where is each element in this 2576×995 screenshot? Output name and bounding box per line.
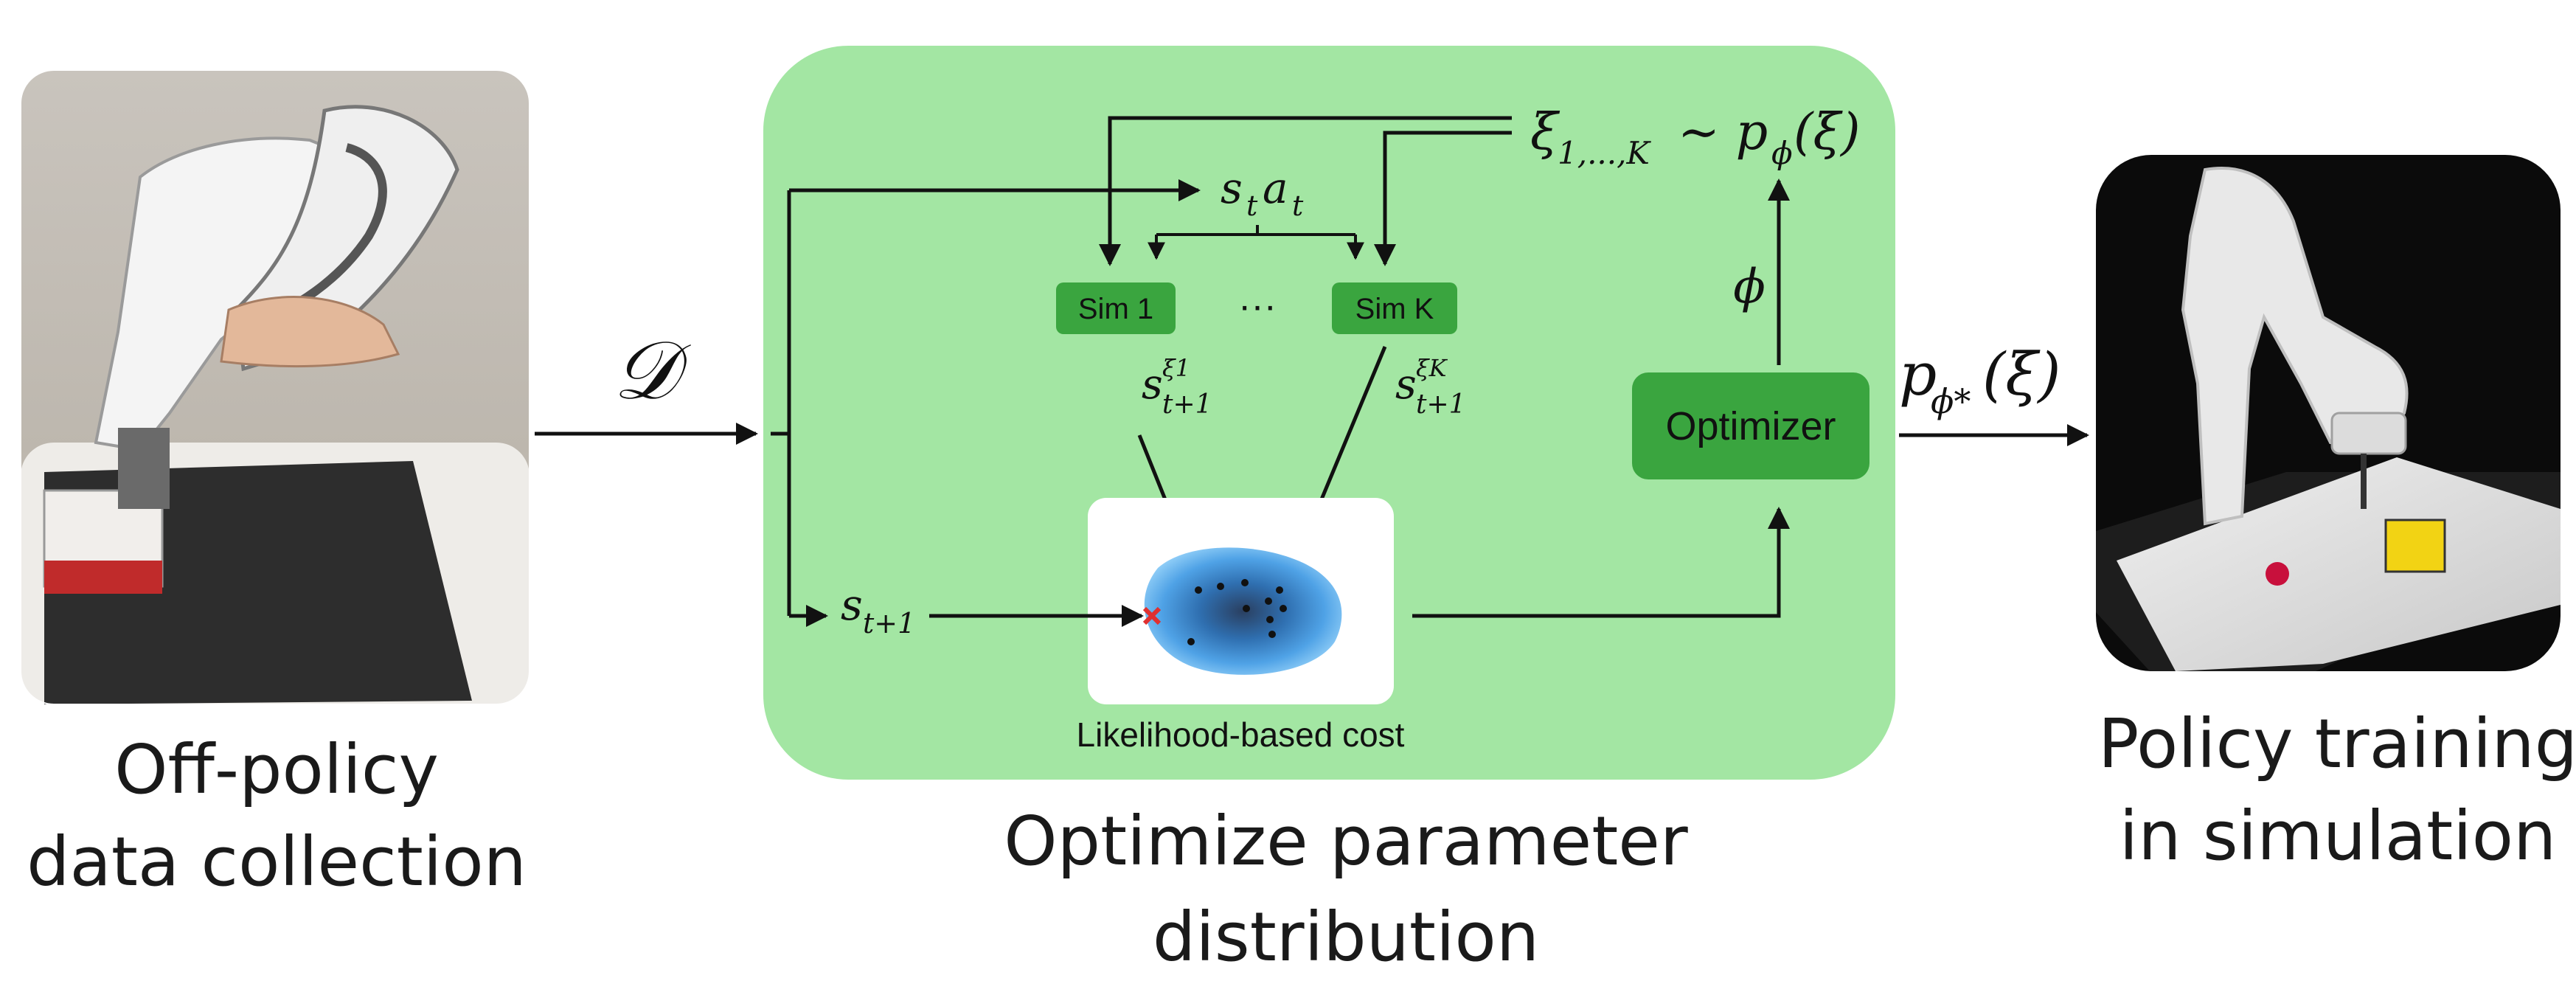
svg-text:ξK: ξK [1416,354,1448,382]
optimization-panel [763,46,1895,780]
svg-text:Sim 1: Sim 1 [1078,293,1153,325]
center-caption-line1: Optimize parameter [1004,802,1688,881]
svg-text:Sim K: Sim K [1355,293,1434,325]
sample-point [1241,579,1249,586]
svg-text:s: s [1221,163,1243,213]
svg-text:s: s [841,580,863,630]
sample-point [1280,605,1287,612]
likelihood-cost-box [1088,498,1394,704]
svg-text:s: s [1395,361,1417,409]
svg-text:t: t [1246,190,1258,222]
final-distribution-label: p ϕ* (ξ) [1899,340,2061,421]
svg-text:s: s [1142,361,1163,409]
likelihood-cost-label: Likelihood-based cost [1077,715,1405,754]
sim-1-output-label: s ξ1 t+1 [1142,354,1212,420]
svg-text:p: p [1899,340,1937,409]
svg-text:ϕ: ϕ [1771,135,1793,171]
sim-k-output-label: s ξK t+1 [1395,354,1466,420]
svg-text:(ξ): (ξ) [1982,340,2061,409]
right-caption-line1: Policy training [2098,704,2576,783]
sim-k-block: Sim K [1332,282,1457,334]
svg-text:t+1: t+1 [1416,389,1466,420]
sample-point [1187,638,1195,645]
sample-point [1268,631,1276,638]
svg-text:(ξ): (ξ) [1794,103,1861,162]
svg-text:∼ p: ∼ p [1678,103,1768,162]
left-caption-line2: data collection [27,822,527,901]
robot-arm-photo-icon [20,69,530,705]
sample-points [1187,579,1287,645]
svg-text:t+1: t+1 [863,607,915,639]
dataset-symbol: 𝒟 [613,323,691,417]
svg-text:ϕ*: ϕ* [1931,381,1971,421]
sample-point [1266,616,1274,623]
svg-text:t: t [1292,190,1304,222]
sample-point [1276,586,1283,594]
center-caption-line2: distribution [1153,898,1539,977]
parameter-to-sims-arrows [1099,116,1512,266]
optimizer-block: Optimizer [1632,372,1869,479]
sample-point [1265,597,1272,605]
state-action-bracket [1148,225,1364,260]
sim-1-block: Sim 1 [1056,282,1176,334]
observed-state-marker-icon [1142,606,1162,625]
svg-text:t+1: t+1 [1162,389,1212,420]
cost-to-optimizer-arrow [1412,507,1790,618]
sample-point [1217,583,1224,590]
state-action-label: s t a t [1221,163,1304,222]
svg-text:ξ: ξ [1530,103,1560,162]
sims-ellipsis: ··· [1238,285,1277,327]
right-caption-line2: in simulation [2120,797,2557,876]
dataset-split [771,179,1201,627]
svg-text:1,...,K: 1,...,K [1558,135,1651,171]
sim-robot-render-icon [2096,155,2561,671]
next-state-label: s t+1 [841,580,915,639]
svg-text:ξ1: ξ1 [1162,354,1190,382]
phi-label: ϕ [1733,260,1766,314]
sample-point [1243,605,1250,612]
sample-point [1195,586,1202,594]
svg-text:Optimizer: Optimizer [1665,404,1836,448]
parameter-sample-label: ξ 1,...,K ∼ p ϕ (ξ) [1530,103,1861,171]
svg-text:a: a [1263,163,1288,213]
left-caption-line1: Off-policy [114,730,439,809]
